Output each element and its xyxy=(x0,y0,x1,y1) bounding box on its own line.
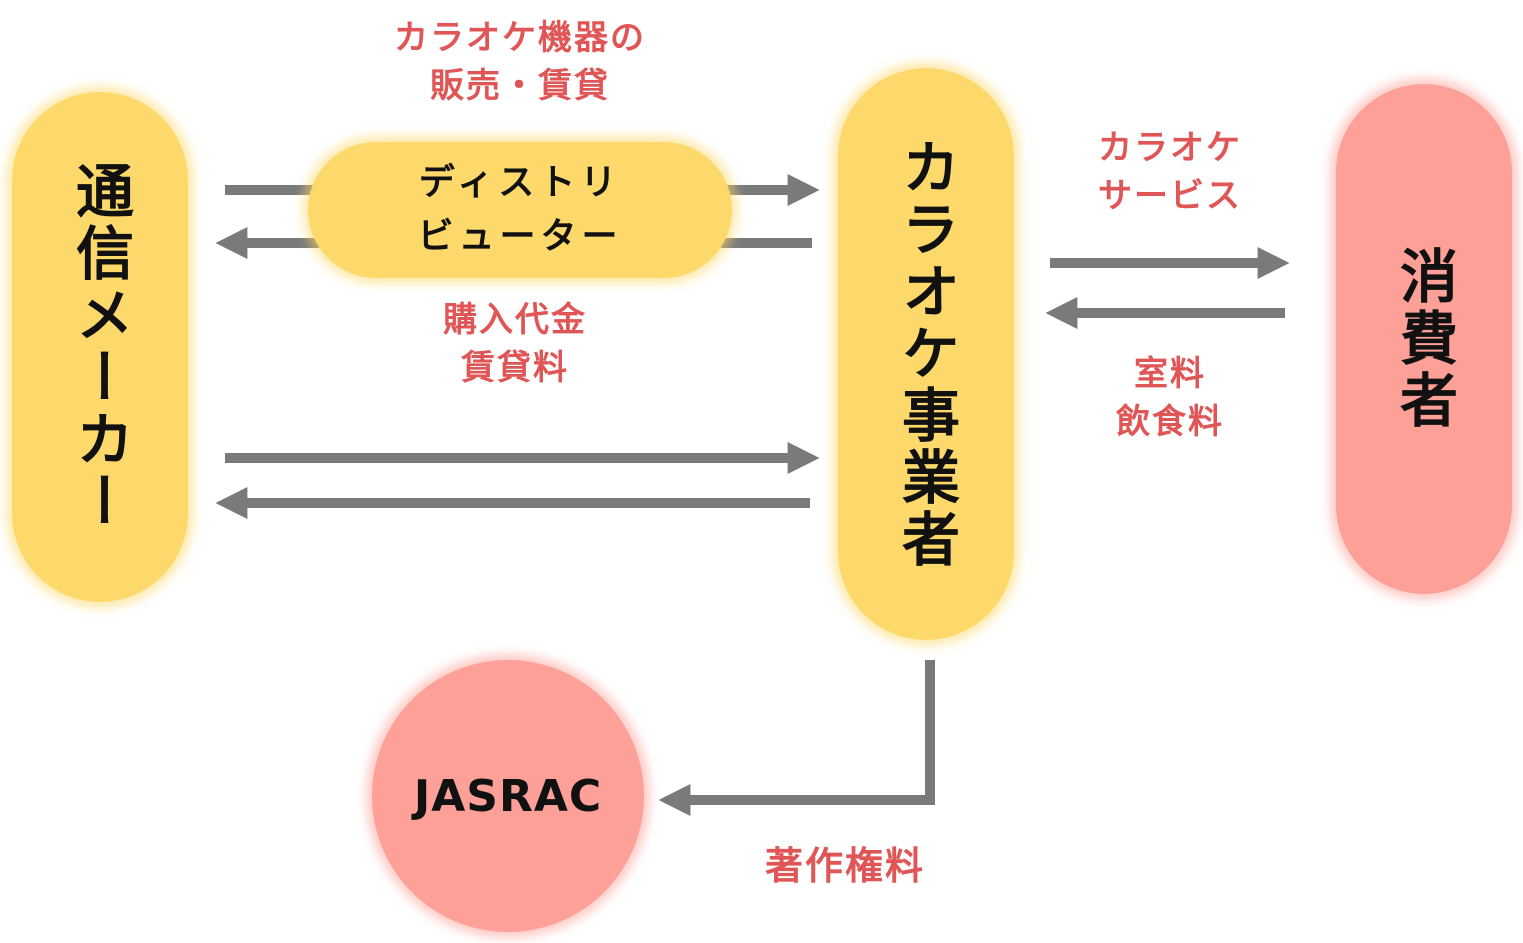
label-copyright-text: 著作権料 xyxy=(764,844,925,888)
label-service-line2: サービス xyxy=(1098,176,1242,216)
node-distributor-label-line1: ディストリ xyxy=(418,162,622,203)
node-distributor: ディストリ ビューター xyxy=(308,142,732,278)
label-equipment-line2: 販売・賃貸 xyxy=(430,66,610,106)
node-karaoke-operator: カラオケ事業者 xyxy=(838,68,1014,640)
label-karaoke-service: カラオケ サービス xyxy=(1060,124,1280,220)
label-fees-line1: 室料 xyxy=(1134,354,1206,394)
node-tsushin-maker-label: 通信メーカー xyxy=(66,161,134,533)
label-purchase-rental-payment: 購入代金 賃貸料 xyxy=(360,296,670,392)
node-jasrac: JASRAC xyxy=(372,660,644,932)
node-tsushin-maker: 通信メーカー xyxy=(12,92,188,602)
node-consumer-label: 消費者 xyxy=(1390,246,1458,432)
label-payment-line2: 賃貸料 xyxy=(461,348,569,388)
label-payment-line1: 購入代金 xyxy=(443,300,587,340)
label-equipment-line1: カラオケ機器の xyxy=(394,18,646,58)
node-consumer: 消費者 xyxy=(1336,84,1512,594)
label-service-line1: カラオケ xyxy=(1098,128,1242,168)
label-equipment-sales-rental: カラオケ機器の 販売・賃貸 xyxy=(340,14,700,110)
node-jasrac-label: JASRAC xyxy=(413,770,603,822)
label-room-food-fees: 室料 飲食料 xyxy=(1070,350,1270,446)
label-copyright-fee: 著作権料 xyxy=(740,842,950,890)
node-karaoke-operator-label: カラオケ事業者 xyxy=(892,137,960,571)
arrow-operator-to-jasrac xyxy=(658,660,935,817)
node-distributor-label-line2: ビューター xyxy=(417,216,623,257)
label-fees-line2: 飲食料 xyxy=(1116,402,1224,442)
